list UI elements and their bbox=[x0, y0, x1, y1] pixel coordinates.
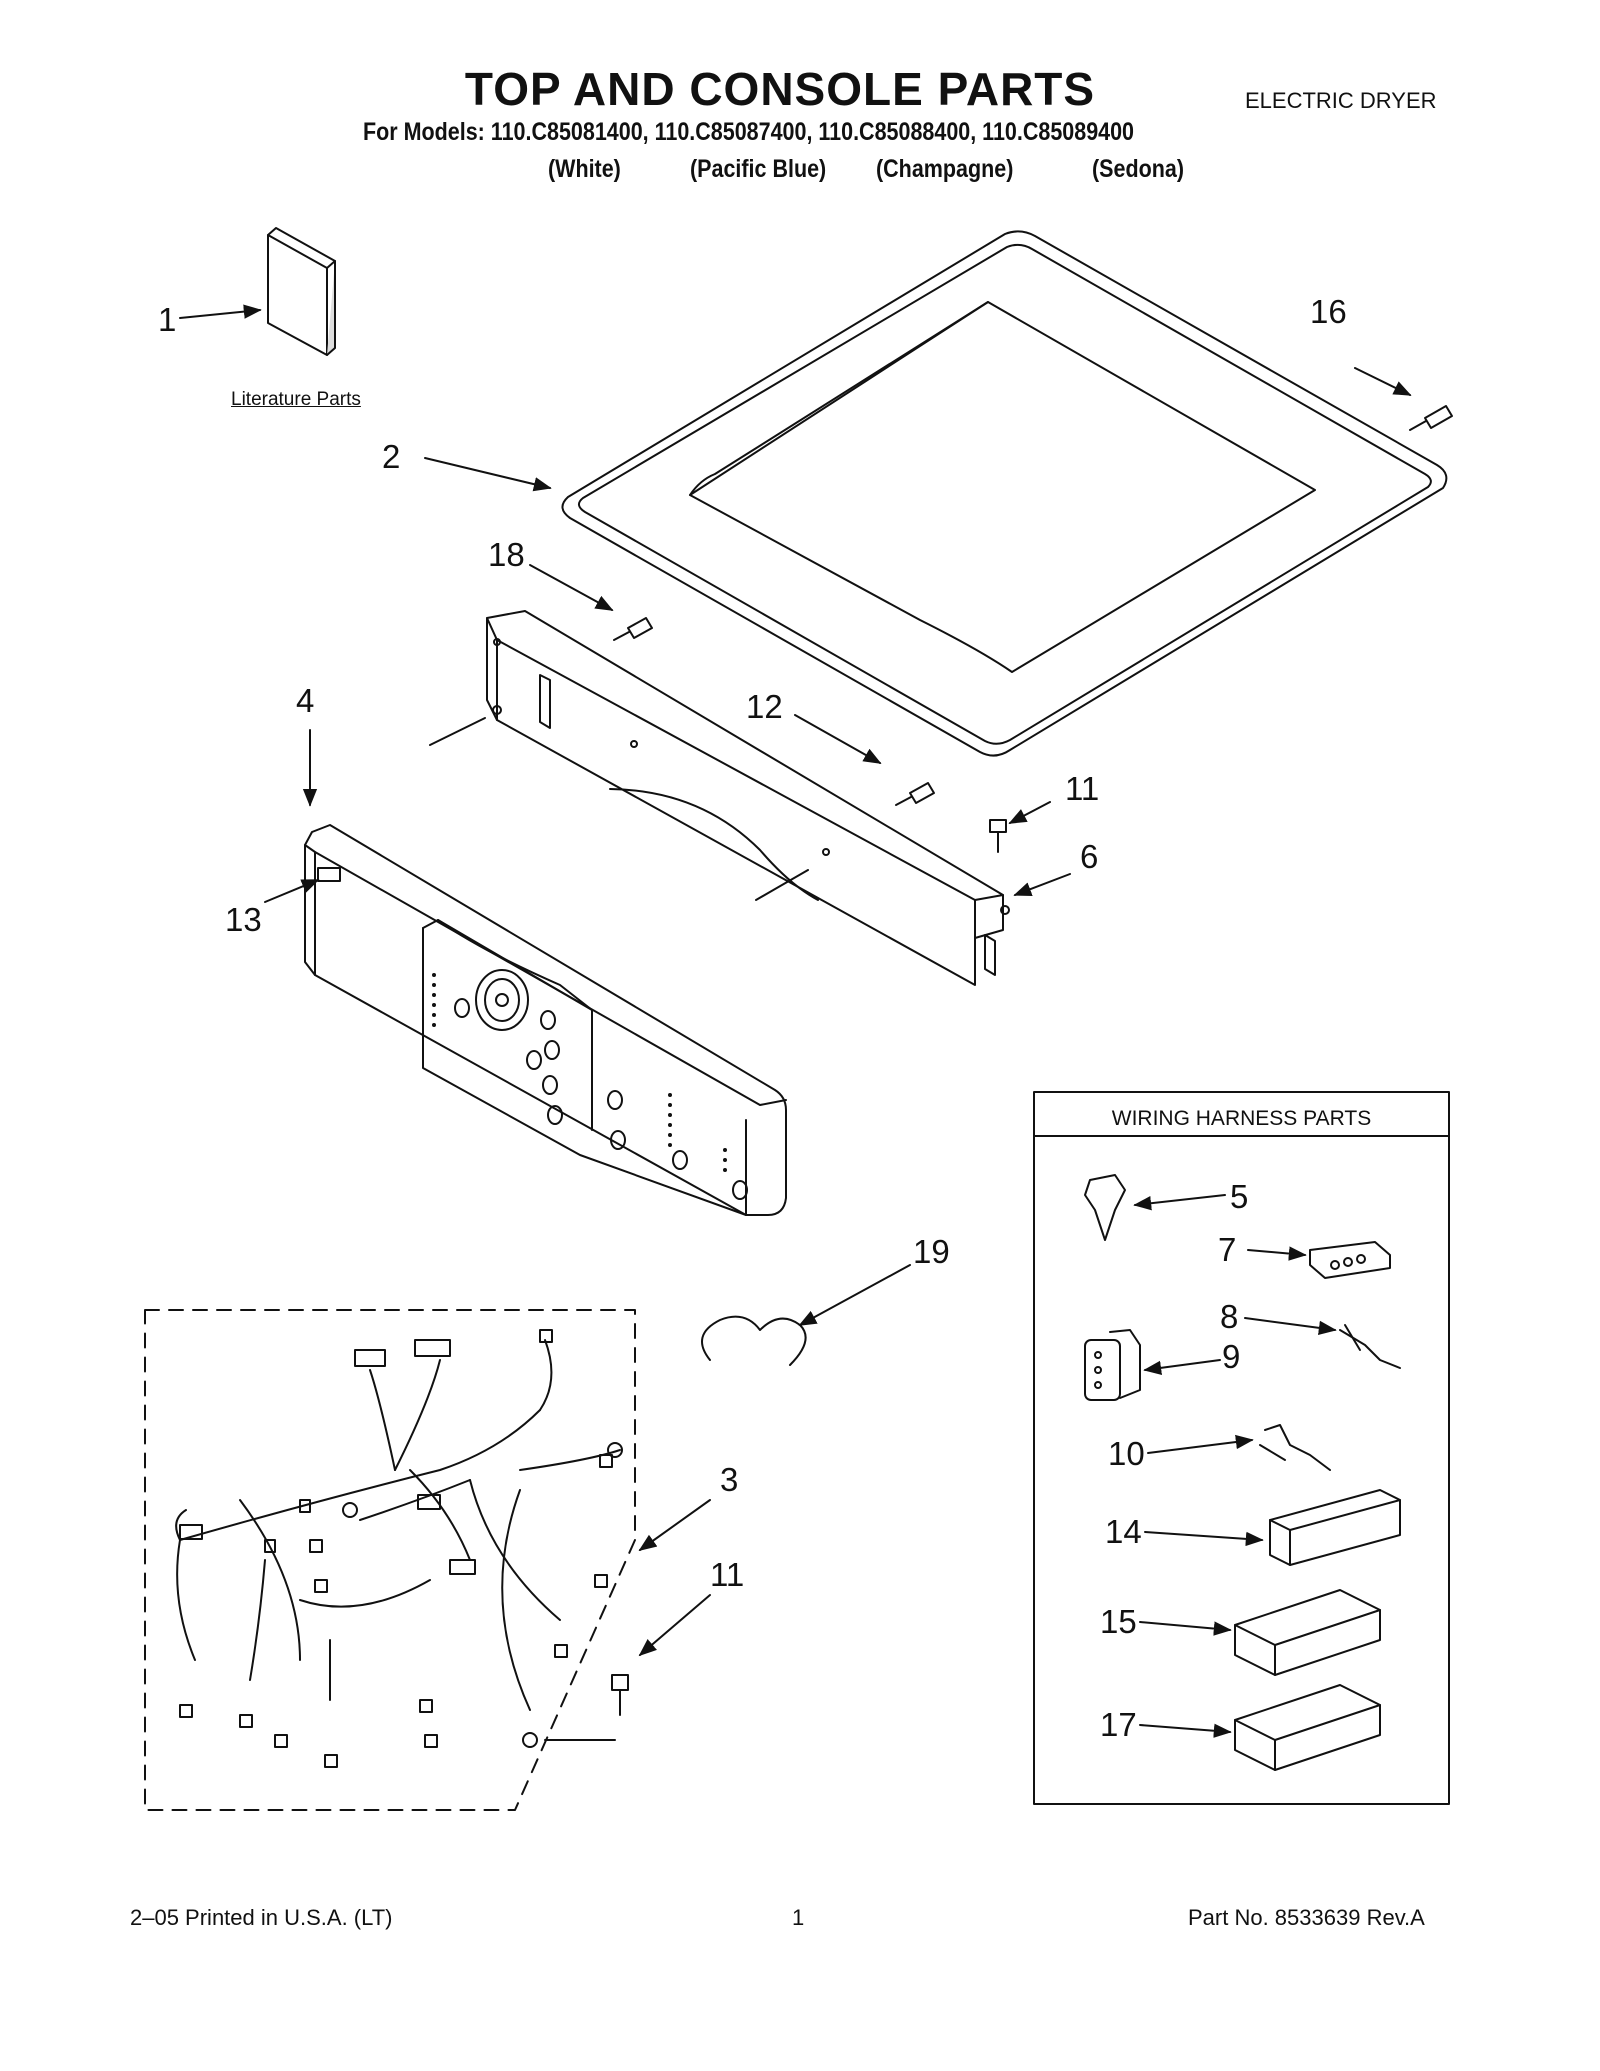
product-type: ELECTRIC DRYER bbox=[1245, 88, 1437, 113]
callout-8: 8 bbox=[1220, 1298, 1239, 1335]
callout-15: 15 bbox=[1100, 1603, 1137, 1640]
screw-part-16 bbox=[1409, 405, 1453, 431]
console-bracket bbox=[429, 610, 1010, 986]
callout-18: 18 bbox=[488, 536, 525, 573]
terminal-part-10 bbox=[1259, 1424, 1331, 1471]
callout-6: 6 bbox=[1080, 838, 1099, 875]
callout-3: 3 bbox=[720, 1461, 739, 1498]
terminal-part-8 bbox=[1339, 1324, 1401, 1369]
callout-11-lower: 11 bbox=[710, 1556, 745, 1593]
callout-11-upper: 11 bbox=[1065, 770, 1100, 807]
callout-14: 14 bbox=[1105, 1513, 1142, 1550]
screw-part-18 bbox=[613, 617, 653, 641]
part-number: Part No. 8533639 Rev.A bbox=[1188, 1905, 1425, 1930]
model-color-champagne: (Champagne) bbox=[876, 155, 1014, 183]
page-number: 1 bbox=[792, 1905, 805, 1930]
harness-clip bbox=[701, 1315, 807, 1366]
model-color-pacific-blue: (Pacific Blue) bbox=[690, 155, 827, 183]
page-title: TOP AND CONSOLE PARTS bbox=[464, 63, 1096, 115]
screw-part-11-bottom bbox=[611, 1674, 629, 1716]
literature-parts-label: Literature Parts bbox=[231, 389, 361, 410]
callout-17: 17 bbox=[1100, 1706, 1137, 1743]
connector-part-15 bbox=[1234, 1589, 1381, 1676]
screw-part-11-top bbox=[989, 819, 1007, 853]
wiring-harness-parts-title: WIRING HARNESS PARTS bbox=[1111, 1107, 1372, 1130]
callout-5: 5 bbox=[1230, 1178, 1249, 1215]
print-info: 2–05 Printed in U.S.A. (LT) bbox=[130, 1905, 393, 1930]
connector-part-7 bbox=[1309, 1241, 1391, 1279]
callout-2: 2 bbox=[382, 438, 401, 475]
literature-booklet bbox=[267, 227, 336, 356]
wire-clip-part-5 bbox=[1084, 1174, 1126, 1241]
wiring-harness-parts-box bbox=[1033, 1091, 1450, 1805]
callout-4: 4 bbox=[296, 682, 315, 719]
model-color-sedona: (Sedona) bbox=[1092, 155, 1184, 183]
console-panel bbox=[304, 824, 787, 1216]
model-list: For Models: 110.C85081400, 110.C85087400… bbox=[363, 118, 1135, 146]
model-color-white: (White) bbox=[548, 155, 621, 183]
callout-13: 13 bbox=[225, 901, 262, 938]
callout-16: 16 bbox=[1310, 293, 1347, 330]
callout-arrows bbox=[179, 304, 1412, 1738]
callout-1: 1 bbox=[158, 301, 177, 338]
callout-9: 9 bbox=[1222, 1338, 1241, 1375]
dryer-top-panel bbox=[561, 230, 1448, 757]
wiring-harness bbox=[144, 1309, 636, 1811]
screw-part-12 bbox=[895, 782, 935, 806]
callout-7: 7 bbox=[1218, 1231, 1237, 1268]
connector-part-14 bbox=[1269, 1489, 1401, 1566]
callout-12: 12 bbox=[746, 688, 783, 725]
connector-part-9 bbox=[1084, 1329, 1141, 1401]
callout-19: 19 bbox=[913, 1233, 950, 1270]
connector-part-17 bbox=[1234, 1684, 1381, 1771]
callout-10: 10 bbox=[1108, 1435, 1145, 1472]
